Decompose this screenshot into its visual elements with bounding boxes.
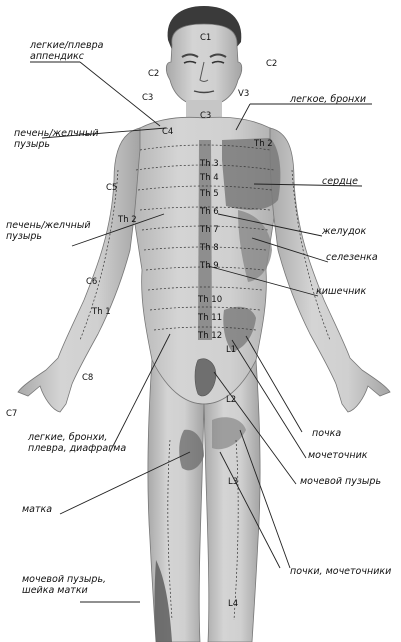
seg-th1: Th 1 xyxy=(91,307,111,317)
seg-th10: Th 10 xyxy=(197,295,222,305)
label-line: плевра, диафрагма xyxy=(28,443,126,454)
label-line: печень/желчный xyxy=(14,128,99,139)
label-liver-gallbladder-lower: печень/желчный пузырь xyxy=(6,220,91,242)
label-line: легкие, бронхи, xyxy=(28,432,126,443)
label-spleen: селезенка xyxy=(326,252,378,263)
label-kidneys-ureters: почки, мочеточники xyxy=(290,566,391,577)
seg-v3: V3 xyxy=(238,89,249,99)
seg-th11: Th 11 xyxy=(197,313,222,323)
label-line: печень/желчный xyxy=(6,220,91,231)
label-uterus: матка xyxy=(22,504,52,515)
label-bladder: мочевой пузырь xyxy=(300,476,381,487)
spine-strip xyxy=(198,140,212,340)
label-line: мочевой пузырь, xyxy=(22,574,106,585)
seg-c6: C6 xyxy=(86,277,97,287)
label-line: пузырь xyxy=(14,139,99,150)
seg-th5: Th 5 xyxy=(199,189,219,199)
label-ureter: мочеточник xyxy=(308,450,368,461)
label-stomach: желудок xyxy=(322,226,366,237)
seg-th2-right: Th 2 xyxy=(253,139,273,149)
seg-l2: L2 xyxy=(226,395,236,405)
seg-th3: Th 3 xyxy=(199,159,219,169)
seg-th4: Th 4 xyxy=(199,173,219,183)
seg-l3: L3 xyxy=(228,477,238,487)
seg-c3b: C3 xyxy=(200,111,211,121)
seg-c5: C5 xyxy=(106,183,117,193)
label-lung-bronchi: легкое, бронхи xyxy=(290,94,366,105)
seg-c4: C4 xyxy=(162,127,173,137)
label-line: легкие/плевра xyxy=(30,40,103,51)
seg-l1: L1 xyxy=(226,345,236,355)
seg-th7: Th 7 xyxy=(199,225,219,235)
seg-th6: Th 6 xyxy=(199,207,219,217)
label-bladder-cervix: мочевой пузырь, шейка матки xyxy=(22,574,106,596)
seg-c3: C3 xyxy=(142,93,153,103)
seg-c2-left: C2 xyxy=(148,69,159,79)
label-heart: сердце xyxy=(322,176,358,187)
label-lungs-pleura-appendix: легкие/плевра аппендикс xyxy=(30,40,103,62)
seg-c8: C8 xyxy=(82,373,93,383)
label-liver-gallbladder-upper: печень/желчный пузырь xyxy=(14,128,99,150)
label-line: шейка матки xyxy=(22,585,106,596)
right-arm xyxy=(270,128,390,412)
label-kidney: почка xyxy=(312,428,341,439)
label-line: пузырь xyxy=(6,231,91,242)
seg-c2-right: C2 xyxy=(266,59,277,69)
seg-th12: Th 12 xyxy=(197,331,222,341)
seg-th8: Th 8 xyxy=(199,243,219,253)
label-intestine: кишечник xyxy=(316,286,366,297)
label-lungs-bronchi-pleura-diaphragm: легкие, бронхи, плевра, диафрагма xyxy=(28,432,126,454)
seg-c7: C7 xyxy=(6,409,17,419)
seg-th9: Th 9 xyxy=(199,261,219,271)
left-arm xyxy=(18,128,140,412)
seg-c1: C1 xyxy=(200,33,211,43)
label-line: аппендикс xyxy=(30,51,103,62)
seg-th2-left: Th 2 xyxy=(117,215,137,225)
seg-l4: L4 xyxy=(228,599,238,609)
